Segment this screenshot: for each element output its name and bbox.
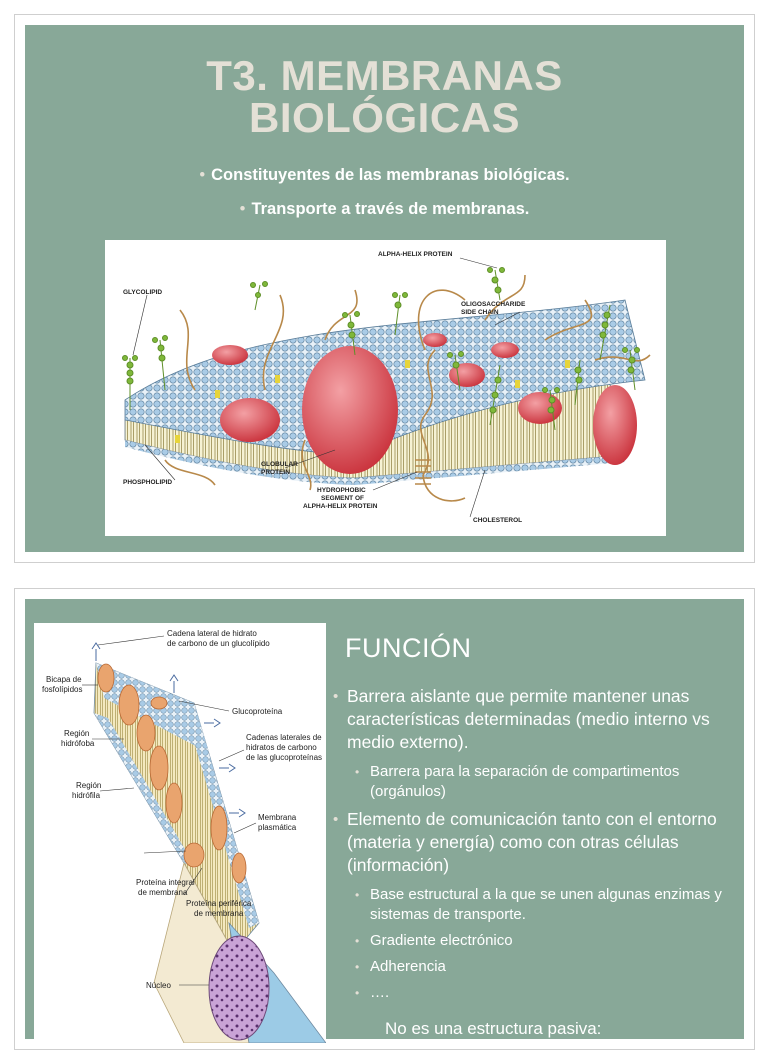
label-glucoproteina: Glucoproteína bbox=[232, 707, 283, 716]
bullet-level-2: Gradiente electrónico bbox=[333, 931, 738, 951]
label-hidratos-de-carbono: hidratos de carbono bbox=[246, 743, 317, 752]
bullet-level-2: …. bbox=[333, 983, 738, 1003]
slide-1-title: T3. MEMBRANAS BIOLÓGICAS bbox=[25, 55, 744, 139]
bullet-level-1: Barrera aislante que permite mantener un… bbox=[333, 685, 738, 754]
label-globular: GLOBULAR bbox=[261, 461, 298, 468]
slide-2: Cadena lateral de hidrato de carbono de … bbox=[14, 588, 755, 1050]
label-proteina-periferica: Proteína periférica bbox=[186, 899, 252, 908]
label-region-hidrofoba-1: Región bbox=[64, 729, 89, 738]
label-membrana: Membrana bbox=[258, 813, 297, 822]
label-bicapa: Bicapa de bbox=[46, 675, 82, 684]
slide-1-bullet-list: •Constituyentes de las membranas biológi… bbox=[25, 165, 744, 233]
bullet-level-2: Adherencia bbox=[333, 957, 738, 977]
label-cadena-lateral: Cadena lateral de hidrato bbox=[167, 629, 257, 638]
label-protein: PROTEIN bbox=[261, 469, 290, 476]
label-cadenas-laterales: Cadenas laterales de bbox=[246, 733, 322, 742]
label-de-membrana-2: de membrana bbox=[194, 909, 244, 918]
plasma-membrane-figure: Cadena lateral de hidrato de carbono de … bbox=[34, 623, 327, 1044]
bullet-dot-icon: • bbox=[239, 200, 246, 218]
bullet-level-2: Barrera para la separación de compartime… bbox=[333, 762, 738, 802]
label-glycolipid: GLYCOLIPID bbox=[123, 289, 162, 296]
slide-2-closing-text: No es una estructura pasiva: bbox=[385, 1019, 602, 1038]
label-region-hidrofila-2: hidrófila bbox=[72, 791, 101, 800]
label-nucleo: Núcleo bbox=[146, 981, 171, 990]
label-alpha-helix-protein-2: ALPHA-HELIX PROTEIN bbox=[303, 503, 378, 510]
slide-1-bullet: •Transporte a través de membranas. bbox=[239, 200, 530, 218]
label-glucolipido: de carbono de un glucolípido bbox=[167, 639, 270, 648]
slide-1-title-line-1: T3. MEMBRANAS bbox=[206, 52, 563, 99]
nucleus-shape bbox=[208, 935, 270, 1041]
label-de-las-glucoproteinas: de las glucoproteínas bbox=[246, 753, 322, 762]
slide-2-bullet-list: Barrera aislante que permite mantener un… bbox=[333, 685, 738, 1009]
slide-2-heading: FUNCIÓN bbox=[345, 633, 472, 663]
label-region-hidrofoba-2: hidrófoba bbox=[61, 739, 95, 748]
bullet-level-2: Base estructural a la que se unen alguna… bbox=[333, 885, 738, 925]
label-region-hidrofila-1: Región bbox=[76, 781, 101, 790]
label-cholesterol: CHOLESTEROL bbox=[473, 517, 522, 524]
slide-1: T3. MEMBRANAS BIOLÓGICAS •Constituyentes… bbox=[14, 14, 755, 563]
globular-protein-shape bbox=[302, 346, 398, 474]
slide-1-background: T3. MEMBRANAS BIOLÓGICAS •Constituyentes… bbox=[25, 25, 744, 552]
slide-1-title-line-2: BIOLÓGICAS bbox=[248, 94, 520, 141]
slide-2-background: Cadena lateral de hidrato de carbono de … bbox=[25, 599, 744, 1044]
bullet-dot-icon: • bbox=[199, 166, 206, 184]
slide-1-bullet: •Constituyentes de las membranas biológi… bbox=[199, 166, 570, 184]
plasma-membrane-illustration: Cadena lateral de hidrato de carbono de … bbox=[42, 629, 327, 1044]
membrane-diagram-figure: ALPHA-HELIX PROTEIN GLYCOLIPID OLIGOSACC… bbox=[105, 240, 666, 536]
label-oligosaccharide: OLIGOSACCHARIDE bbox=[461, 301, 526, 308]
bullet-level-1: Elemento de comunicación tanto con el en… bbox=[333, 808, 738, 877]
label-proteina-integral: Proteína integral bbox=[136, 878, 195, 887]
label-phospholipid: PHOSPHOLIPID bbox=[123, 479, 172, 486]
label-side-chain: SIDE CHAIN bbox=[461, 309, 499, 316]
fluid-mosaic-membrane-illustration: ALPHA-HELIX PROTEIN GLYCOLIPID OLIGOSACC… bbox=[122, 251, 651, 524]
label-fosfolipidos: fosfolípidos bbox=[42, 685, 82, 694]
label-alpha-helix-protein: ALPHA-HELIX PROTEIN bbox=[378, 251, 453, 258]
label-segment-of: SEGMENT OF bbox=[321, 495, 364, 502]
label-plasmatica: plasmática bbox=[258, 823, 297, 832]
label-de-membrana-1: de membrana bbox=[138, 888, 188, 897]
label-hydrophobic: HYDROPHOBIC bbox=[317, 487, 366, 494]
